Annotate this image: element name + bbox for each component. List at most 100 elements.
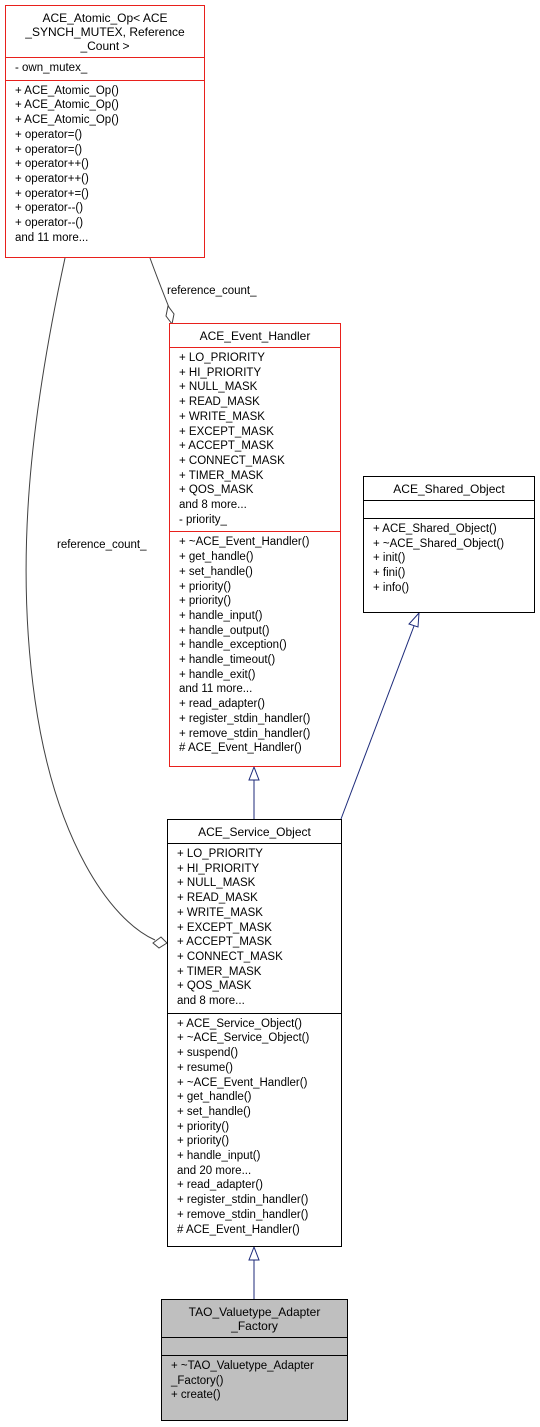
- operation-row[interactable]: _Factory(): [171, 1374, 224, 1387]
- operation-row[interactable]: + ACE_Atomic_Op(): [15, 114, 119, 127]
- class-node-event-handler[interactable]: ACE_Event_Handler + LO_PRIORITY + HI_PRIOR…: [169, 323, 341, 767]
- operation-row[interactable]: + ACE_Service_Object(): [177, 1017, 302, 1030]
- attribute-row[interactable]: + WRITE_MASK: [179, 410, 265, 423]
- inheritance-arrowhead: [248, 765, 260, 781]
- attribute-row[interactable]: + ACCEPT_MASK: [179, 440, 274, 453]
- operation-row[interactable]: + ACE_Atomic_Op(): [15, 99, 119, 112]
- attribute-row[interactable]: + LO_PRIORITY: [179, 352, 265, 364]
- operation-row[interactable]: + fini(): [373, 567, 406, 580]
- attributes-section: [364, 500, 534, 518]
- attribute-row[interactable]: - own_mutex_: [15, 62, 88, 74]
- class-title-line: _Count >: [80, 39, 130, 53]
- operation-row[interactable]: + set_handle(): [177, 1105, 251, 1118]
- operation-row[interactable]: + ~ACE_Service_Object(): [177, 1032, 310, 1045]
- operation-row[interactable]: # ACE_Event_Handler(): [177, 1223, 300, 1236]
- operation-row[interactable]: + priority(): [177, 1135, 230, 1148]
- class-title-line: ACE_Shared_Object: [393, 482, 505, 496]
- operation-row[interactable]: + ~ACE_Event_Handler(): [177, 1076, 308, 1089]
- operation-row[interactable]: + operator+=(): [15, 187, 89, 200]
- operation-row[interactable]: + priority(): [179, 580, 232, 593]
- attribute-row[interactable]: + EXCEPT_MASK: [179, 425, 274, 438]
- operation-row[interactable]: + handle_input(): [179, 609, 263, 622]
- operation-row[interactable]: + suspend(): [177, 1047, 239, 1060]
- operation-row[interactable]: + ~ACE_Event_Handler(): [179, 536, 310, 549]
- class-title-line: ACE_Service_Object: [198, 825, 311, 839]
- attribute-row[interactable]: + QOS_MASK: [179, 484, 254, 497]
- attributes-section: + LO_PRIORITY + HI_PRIORITY + NULL_MASK + R…: [170, 347, 340, 531]
- attribute-row[interactable]: + ACCEPT_MASK: [177, 936, 272, 949]
- operations-section: + ~TAO_Valuetype_Adapter _Factory() + crea…: [162, 1355, 347, 1407]
- operations-section: + ACE_Shared_Object() + ~ACE_Shared_Objec…: [364, 518, 534, 600]
- attribute-row[interactable]: and 8 more...: [177, 995, 245, 1008]
- operation-row[interactable]: + priority(): [179, 595, 232, 608]
- operation-row[interactable]: + operator--(): [15, 217, 84, 230]
- attribute-row[interactable]: + TIMER_MASK: [177, 965, 262, 978]
- operation-row[interactable]: + handle_exception(): [179, 639, 287, 652]
- operation-row[interactable]: + read_adapter(): [177, 1179, 263, 1192]
- operation-row[interactable]: + ACE_Atomic_Op(): [15, 84, 119, 97]
- operation-row[interactable]: + init(): [373, 552, 406, 565]
- class-title: ACE_Service_Object: [168, 820, 341, 843]
- class-node-shared-object[interactable]: ACE_Shared_Object+ ACE_Shared_Object()+ …: [363, 476, 535, 613]
- operation-row[interactable]: + handle_output(): [179, 624, 270, 637]
- attribute-row[interactable]: + READ_MASK: [177, 892, 258, 905]
- operations-section: + ~ACE_Event_Handler() + get_handle()+ se…: [170, 531, 340, 760]
- attribute-row[interactable]: + LO_PRIORITY: [177, 848, 263, 860]
- operation-row[interactable]: + operator--(): [15, 202, 84, 215]
- operation-row[interactable]: + set_handle(): [179, 565, 253, 578]
- class-node-atomic-op[interactable]: ACE_Atomic_Op< ACE_SYNCH_MUTEX, Referenc…: [5, 5, 205, 258]
- operation-row[interactable]: + handle_timeout(): [179, 654, 276, 667]
- attribute-row[interactable]: + CONNECT_MASK: [179, 454, 285, 467]
- class-title-line: TAO_Valuetype_Adapter: [188, 1305, 321, 1319]
- operation-row[interactable]: + operator=(): [15, 128, 83, 141]
- operation-row[interactable]: + register_stdin_handler(): [177, 1194, 309, 1207]
- aggregation-diamond: [165, 304, 175, 326]
- operation-row[interactable]: + handle_input(): [177, 1150, 261, 1163]
- attribute-row[interactable]: + NULL_MASK: [179, 381, 258, 394]
- operation-row[interactable]: # ACE_Event_Handler(): [179, 742, 302, 755]
- operation-row[interactable]: and 11 more...: [15, 231, 89, 244]
- class-title-line: _Factory: [231, 1319, 278, 1333]
- operation-row[interactable]: + remove_stdin_handler(): [179, 727, 311, 740]
- operation-row[interactable]: + operator++(): [15, 158, 89, 171]
- attribute-row[interactable]: + CONNECT_MASK: [177, 950, 283, 963]
- operation-row[interactable]: + resume(): [177, 1061, 233, 1074]
- edge-label-reference-count: reference_count_: [57, 539, 147, 551]
- operation-row[interactable]: + ~ACE_Shared_Object(): [373, 537, 505, 550]
- operation-row[interactable]: and 11 more...: [179, 683, 253, 696]
- attribute-row[interactable]: + HI_PRIORITY: [179, 366, 262, 379]
- operation-row[interactable]: + operator++(): [15, 172, 89, 185]
- class-title: TAO_Valuetype_Adapter_Factory: [162, 1300, 347, 1337]
- operation-row[interactable]: + ~TAO_Valuetype_Adapter: [171, 1360, 314, 1372]
- class-node-service-object[interactable]: ACE_Service_Object + LO_PRIORITY + HI_PRIO…: [167, 819, 342, 1247]
- edge-inherit-service-to-shared-object: [340, 625, 415, 820]
- attribute-row[interactable]: + HI_PRIORITY: [177, 862, 260, 875]
- attribute-row[interactable]: + WRITE_MASK: [177, 906, 263, 919]
- operation-row[interactable]: + read_adapter(): [179, 698, 265, 711]
- operation-row[interactable]: + register_stdin_handler(): [179, 712, 311, 725]
- attributes-section: + LO_PRIORITY + HI_PRIORITY + NULL_MASK + R…: [168, 843, 341, 1013]
- operation-row[interactable]: + priority(): [177, 1120, 230, 1133]
- attribute-row[interactable]: + QOS_MASK: [177, 980, 252, 993]
- class-title: ACE_Shared_Object: [364, 477, 534, 500]
- inheritance-arrowhead: [408, 611, 420, 628]
- operation-row[interactable]: + operator=(): [15, 143, 83, 156]
- class-node-valuetype-adapter-factory[interactable]: TAO_Valuetype_Adapter_Factory + ~TAO_Valu…: [161, 1299, 348, 1421]
- operation-row[interactable]: + handle_exit(): [179, 668, 256, 681]
- attribute-row[interactable]: - priority_: [179, 513, 227, 526]
- attributes-section: [162, 1337, 347, 1355]
- class-title: ACE_Atomic_Op< ACE_SYNCH_MUTEX, Referenc…: [6, 6, 204, 57]
- operation-row[interactable]: and 20 more...: [177, 1164, 252, 1177]
- operation-row[interactable]: + get_handle(): [177, 1091, 252, 1104]
- operation-row[interactable]: + get_handle(): [179, 551, 254, 564]
- attribute-row[interactable]: + READ_MASK: [179, 396, 260, 409]
- operation-row[interactable]: + remove_stdin_handler(): [177, 1208, 309, 1221]
- attribute-row[interactable]: + EXCEPT_MASK: [177, 921, 272, 934]
- operation-row[interactable]: + ACE_Shared_Object(): [373, 523, 497, 535]
- operation-row[interactable]: + create(): [171, 1389, 221, 1402]
- class-title-line: ACE_Event_Handler: [199, 329, 311, 343]
- attribute-row[interactable]: + NULL_MASK: [177, 877, 256, 890]
- attribute-row[interactable]: + TIMER_MASK: [179, 469, 264, 482]
- operation-row[interactable]: + info(): [373, 581, 410, 594]
- attribute-row[interactable]: and 8 more...: [179, 499, 247, 512]
